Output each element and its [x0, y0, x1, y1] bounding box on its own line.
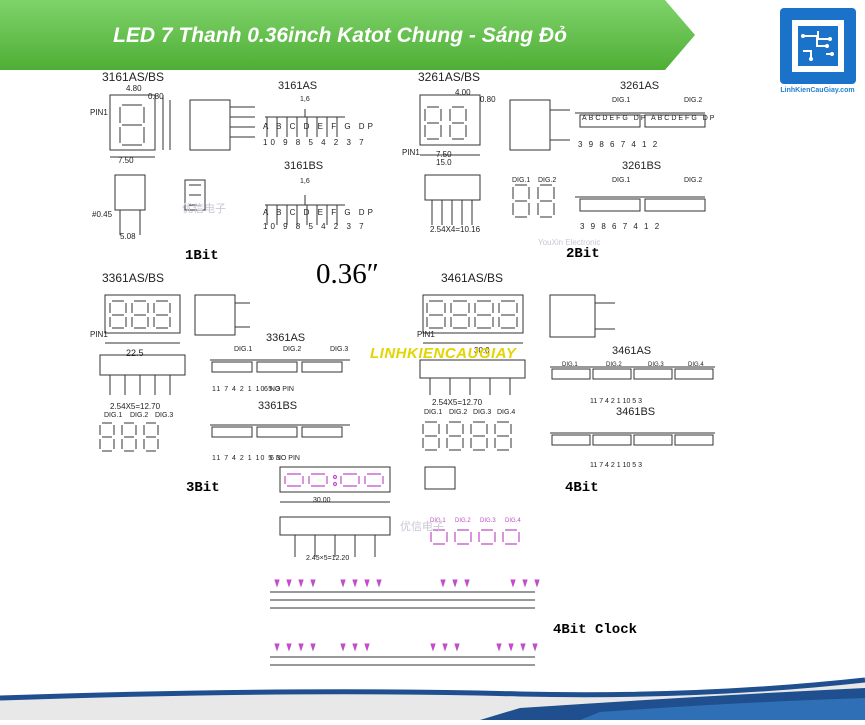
dig2-3bit-figure: DIG.2 [130, 412, 149, 419]
dig1-3261bs: DIG.1 [612, 177, 631, 184]
dig2-3261bs: DIG.2 [684, 177, 703, 184]
pins-3461as: 11 7 4 2 1 10 5 3 [590, 398, 643, 405]
dig2-figure: DIG.2 [538, 177, 557, 184]
segments-3161bs: A B C D E F G DP [263, 208, 376, 217]
model-3161as: 3161AS [278, 80, 318, 92]
dig3-3361as: DIG.3 [330, 346, 349, 353]
dim-pitch-4bit: 2.54X5=12.70 [432, 398, 483, 407]
caption-4bit-clock: 4Bit Clock [553, 622, 638, 638]
dig2-3361as: DIG.2 [283, 346, 302, 353]
clock-dig2: DIG.2 [455, 518, 471, 524]
model-title-3261: 3261AS/BS [418, 70, 481, 84]
dim-045: #0.45 [92, 210, 113, 219]
segments-3161as: A B C D E F G DP [263, 122, 376, 131]
brand-logo [778, 6, 858, 96]
dig3-3bit-figure: DIG.3 [155, 412, 174, 419]
pin1-label-3bit: PIN1 [90, 330, 108, 339]
size-label: 0.36″ [316, 258, 379, 290]
pins-3261bs: 3 9 8 6 7 4 1 2 [580, 222, 662, 231]
dig1-figure: DIG.1 [512, 177, 531, 184]
caption-1bit: 1Bit [185, 248, 219, 264]
caption-2bit: 2Bit [566, 246, 600, 262]
banner-title: LED 7 Thanh 0.36inch Katot Chung - Sáng … [113, 24, 567, 47]
model-title-3461: 3461AS/BS [441, 271, 504, 285]
no-pin-3361as: 6 NO PIN [264, 386, 294, 393]
model-title-3361: 3361AS/BS [102, 271, 165, 285]
dim-3000: 30.00 [313, 497, 331, 504]
pins-3161bs: 10 9 8 5 4 2 3 7 [263, 222, 367, 231]
clock-dig3: DIG.3 [480, 518, 496, 524]
dim-508: 5.08 [120, 232, 136, 241]
dim-480: 4.80 [126, 84, 142, 93]
model-3361as: 3361AS [266, 332, 306, 344]
logo-url: LinhKienCauGiay.com [780, 87, 855, 94]
segments-3261as: ABCDEFG DP ABCDEFG DP [582, 115, 717, 122]
dig2-3461as: DIG.2 [606, 362, 622, 368]
dig2-3261as: DIG.2 [684, 97, 703, 104]
model-3261bs: 3261BS [622, 160, 662, 172]
model-title-3161: 3161AS/BS [102, 70, 165, 84]
model-3361bs: 3361BS [258, 400, 298, 412]
pins-3361as: 11 7 4 2 1 10 5 3 [212, 386, 282, 393]
dig1-3361as: DIG.1 [234, 346, 253, 353]
pins-top-3161as: 1,6 [300, 96, 310, 103]
dig2-4bit-figure: DIG.2 [449, 409, 468, 416]
dig1-4bit-figure: DIG.1 [424, 409, 443, 416]
two-bit-drawing [419, 94, 706, 225]
pin1-label: PIN1 [90, 108, 108, 117]
three-bit-drawing [99, 294, 350, 452]
dim-400-2bit: 4.00 [455, 88, 471, 97]
pins-3361bs: 11 7 4 2 1 10 5 3 [212, 455, 282, 462]
dim-080: 0.80 [148, 92, 164, 101]
model-3161bs: 3161BS [284, 160, 324, 172]
pin1-label-2bit: PIN1 [402, 148, 420, 157]
faint-watermark-3: YouXin Electronic [538, 238, 601, 247]
dig1-3261as: DIG.1 [612, 97, 631, 104]
dig1-3bit-figure: DIG.1 [104, 412, 123, 419]
clock-dig1: DIG.1 [430, 518, 446, 524]
dim-pitch-3bit: 2.54X5=12.70 [110, 402, 161, 411]
pin1-label-4bit: PIN1 [417, 330, 435, 339]
dig4-4bit-figure: DIG.4 [497, 409, 516, 416]
dim-225: 22.5 [126, 348, 144, 358]
dim-750-2bit: 7.50 [436, 150, 452, 159]
dim-300: 30.0 [474, 346, 490, 355]
caption-4bit: 4Bit [565, 480, 599, 496]
linhkien-watermark: LINHKIENCAUGIAY [370, 345, 517, 362]
dim-150-2bit: 15.0 [436, 158, 452, 167]
clock-drawing [270, 466, 540, 666]
caption-3bit: 3Bit [186, 480, 220, 496]
dim-080-2bit: 0.80 [480, 95, 496, 104]
pins-3161as: 10 9 8 5 4 2 3 7 [263, 138, 367, 147]
pins-3461bs: 11 7 4 2 1 10 5 3 [590, 462, 643, 469]
model-3461bs: 3461BS [616, 406, 656, 418]
model-3261as: 3261AS [620, 80, 660, 92]
one-bit-drawing [109, 94, 345, 235]
dig1-3461as: DIG.1 [562, 362, 578, 368]
faint-watermark-1: 优信电子 [182, 203, 226, 215]
four-bit-drawing [419, 294, 715, 451]
model-3461as: 3461AS [612, 345, 652, 357]
dim-pitch-clock: 2.45×5=12.20 [306, 555, 350, 562]
no-pin-3361bs: 6 NO PIN [270, 455, 300, 462]
dig3-3461as: DIG.3 [648, 362, 664, 368]
dig4-3461as: DIG.4 [688, 362, 704, 368]
title-banner: LED 7 Thanh 0.36inch Katot Chung - Sáng … [0, 0, 695, 84]
pins-top-3161bs: 1,6 [300, 178, 310, 185]
pins-3261as: 3 9 8 6 7 4 1 2 [578, 140, 660, 149]
dim-pitch-2bit: 2.54X4=10.16 [430, 225, 481, 234]
dim-750: 7.50 [118, 156, 134, 165]
dig3-4bit-figure: DIG.3 [473, 409, 492, 416]
faint-watermark-2: 优信电子 [400, 521, 444, 533]
footer-decoration [0, 660, 865, 720]
clock-dig4: DIG.4 [505, 518, 521, 524]
